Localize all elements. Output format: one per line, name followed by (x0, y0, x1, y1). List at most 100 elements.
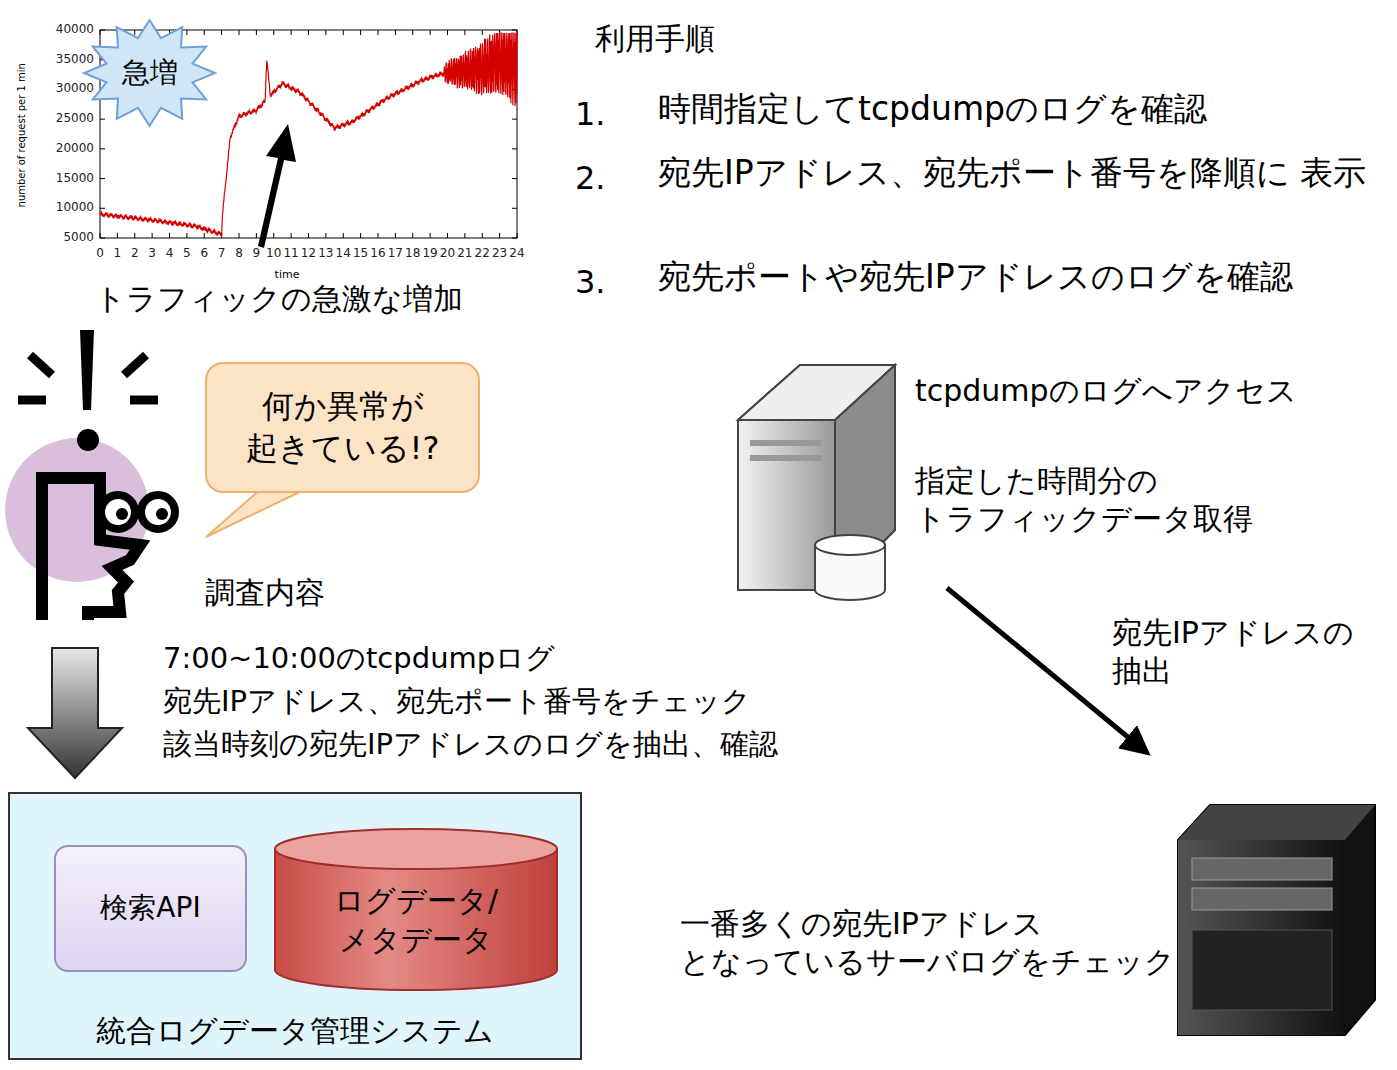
traffic-line (100, 33, 517, 237)
investigation-item: 7:00~10:00のtcpdumpログ (163, 640, 555, 676)
bubble-tail (206, 488, 308, 537)
tick (273, 30, 274, 35)
tick (100, 233, 101, 238)
axis-title: number of request per 1 min (16, 63, 29, 207)
list-item: 時間指定してtcpdumpのログを確認 (658, 88, 1207, 129)
axis-tick-label: 13 (318, 246, 333, 261)
tick (291, 30, 292, 35)
database-cylinder: ログデータ/ メタデータ (273, 827, 559, 992)
tick (256, 30, 257, 35)
tick (517, 233, 518, 238)
axis-tick-label: 11 (283, 246, 298, 261)
tick (169, 233, 170, 238)
axis-tick-label: 15000 (56, 171, 94, 186)
flow-arrow (28, 648, 122, 778)
axis-tick-label: 9 (253, 246, 261, 261)
axis-title: time (275, 268, 300, 282)
axis-tick-label: 0 (96, 246, 104, 261)
axis-tick-label: 24 (509, 246, 524, 261)
tick (291, 233, 292, 238)
tick (308, 30, 309, 35)
investigation-item: 宛先IPアドレス、宛先ポート番号をチェック (163, 683, 751, 719)
axis-tick-label: 18 (405, 246, 420, 261)
person-icon (5, 330, 175, 620)
axis-tick-label: 3 (148, 246, 156, 261)
tick (378, 30, 379, 35)
api-box: 検索API (54, 845, 247, 972)
tick (512, 30, 517, 31)
plot-frame (100, 30, 517, 238)
axis-tick-label: 8 (235, 246, 243, 261)
tick (325, 30, 326, 35)
tick (430, 30, 431, 35)
tick (100, 30, 101, 35)
axis-tick-label: 19 (422, 246, 437, 261)
tick (100, 238, 105, 239)
axis-tick-label: 1 (114, 246, 122, 261)
axis-tick-label: 23 (492, 246, 507, 261)
tick (430, 233, 431, 238)
tick (447, 30, 448, 35)
axis-tick-label: 4 (166, 246, 174, 261)
line-chart (100, 30, 517, 238)
axis-tick-label: 21 (457, 246, 472, 261)
tick (134, 233, 135, 238)
axis-tick-label: 10 (266, 246, 281, 261)
node-label: ログデータ/ メタデータ (273, 881, 559, 959)
axis-tick-label: 35000 (56, 52, 94, 67)
system-box: 統合ログデータ管理システム 検索API ログデータ/ メタデータ (8, 792, 582, 1060)
tick (100, 30, 105, 31)
tick (204, 30, 205, 35)
node-label: 検索API (100, 890, 200, 926)
tick (482, 30, 483, 35)
axis-tick-label: 10000 (56, 200, 94, 215)
tick (134, 30, 135, 35)
tick (499, 233, 500, 238)
tick (273, 233, 274, 238)
tick (100, 119, 105, 120)
node-label: 統合ログデータ管理システム (96, 1011, 494, 1050)
tick (100, 148, 105, 149)
tick (482, 233, 483, 238)
tick (100, 208, 105, 209)
arrow-label: 宛先IPアドレスの 抽出 (1112, 614, 1392, 689)
section-title: 利用手順 (595, 20, 715, 58)
tick (512, 148, 517, 149)
server-icon (738, 365, 895, 600)
node-label: 何か異常が 起きている!? (207, 386, 478, 469)
axis-tick-label: 14 (336, 246, 351, 261)
server-icon (1178, 805, 1375, 1035)
server-note: 指定した時間分の トラフィックデータ取得 (915, 462, 1375, 537)
pointer-arrow (258, 124, 296, 248)
list-item: 宛先ポートや宛先IPアドレスのログを確認 (658, 256, 1293, 297)
axis-tick-label: 20 (440, 246, 455, 261)
axis-tick-label: 25000 (56, 111, 94, 126)
tick (117, 233, 118, 238)
axis-tick-label: 12 (301, 246, 316, 261)
server-note: 一番多くの宛先IPアドレス となっているサーバログをチェック (680, 905, 1240, 980)
chart-caption: トラフィックの急激な増加 (95, 280, 463, 318)
axis-tick-label: 7 (218, 246, 226, 261)
section-title: 調査内容 (205, 574, 325, 612)
axis-tick-label: 15 (353, 246, 368, 261)
tick (464, 233, 465, 238)
tick (100, 178, 105, 179)
tick (186, 30, 187, 35)
axis-ticks (100, 30, 517, 238)
tick (186, 233, 187, 238)
tick (412, 30, 413, 35)
tick (308, 233, 309, 238)
axis-tick-label: 22 (475, 246, 490, 261)
tick (512, 238, 517, 239)
node-label: 急増 (122, 55, 178, 91)
tick (512, 208, 517, 209)
tick (204, 233, 205, 238)
axis-tick-label: 16 (370, 246, 385, 261)
tick (256, 233, 257, 238)
tick (325, 233, 326, 238)
axis-tick-label: 17 (388, 246, 403, 261)
axis-tick-label: 5 (183, 246, 191, 261)
speech-bubble: 何か異常が 起きている!? (205, 362, 480, 493)
list-number: 3. (575, 262, 606, 302)
